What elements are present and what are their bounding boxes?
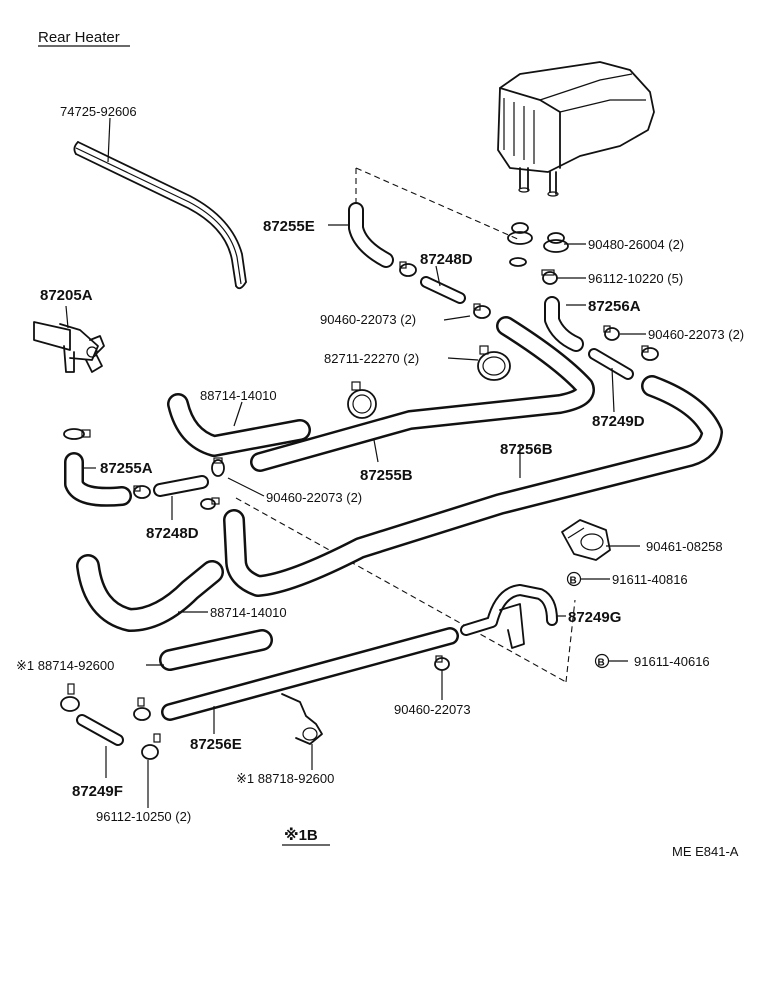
hose-88714-92600 [159, 629, 273, 671]
hose-88714-14010-upper [167, 393, 311, 457]
callout-pipe-87249F: 87249F [72, 783, 123, 800]
hose-clamp-icon [200, 497, 220, 510]
callout-bolt-91611-40616: 91611-40616 [634, 654, 710, 669]
callout-hose-87255E: 87255E [263, 218, 315, 235]
callout-clamp-mid: 90460-22073 (2) [266, 490, 362, 505]
hose-clamp-icon [473, 303, 491, 319]
hose-clamp-icon [141, 733, 161, 760]
callout-hose-87256B: 87256B [500, 441, 553, 458]
hose-clamp-icon [434, 655, 450, 671]
callout-clamp-bottom: 90460-22073 [394, 702, 471, 717]
hose-87256E [161, 627, 459, 721]
callout-hose-87256E: 87256E [190, 736, 242, 753]
hose-87255A [64, 452, 132, 507]
hose-clamp-icon [63, 428, 91, 440]
water-valve-87205A [33, 321, 105, 373]
callout-pipe-87249D: 87249D [592, 413, 645, 430]
callout-hose-88714-92600: ※1 88714-92600 [16, 658, 114, 673]
bracket-88718-92600 [281, 693, 323, 745]
pipe-87249D [588, 348, 634, 380]
band-clamp-82711-22270 [347, 381, 377, 419]
callout-clamp-top-left: 90460-22073 (2) [320, 312, 416, 327]
callout-hose-87255B: 87255B [360, 467, 413, 484]
bracket-90461-08258 [561, 519, 611, 561]
bolt-icon: B [566, 571, 582, 587]
grommet-90480-26004 [507, 222, 569, 267]
hose-clamp-icon [641, 345, 659, 361]
callout-pipe-87249G: 87249G [568, 609, 621, 626]
hose-87255E [348, 202, 394, 268]
callout-pipe-87248D-bottom: 87248D [146, 525, 199, 542]
callout-clamp-82711: 82711-22270 (2) [324, 351, 419, 366]
callout-hose-87256A: 87256A [588, 298, 641, 315]
callout-hose-88714-14010-lower: 88714-14010 [210, 605, 287, 620]
callout-clamp-top-right: 90460-22073 (2) [648, 327, 744, 342]
diagram-title: Rear Heater [38, 29, 120, 46]
bolt-symbol-label: B [570, 576, 577, 587]
band-clamp-82711-22270 [477, 345, 511, 381]
callout-clip-96112-10250: 96112-10250 (2) [96, 809, 191, 824]
reference-dashed-line [235, 497, 567, 683]
clip-96112-10220 [541, 269, 558, 285]
callout-hose-87255A: 87255A [100, 460, 153, 477]
leader-line [65, 305, 69, 329]
pipe-87249F [76, 714, 124, 746]
hose-clamp-icon [399, 261, 417, 277]
callout-bracket-88718: ※1 88718-92600 [236, 771, 334, 786]
hose-clamp-icon [133, 485, 151, 499]
reference-dashed-line [565, 599, 576, 683]
weatherstrip-74725-92606 [73, 141, 247, 290]
pipe-87248D-lower [153, 475, 209, 497]
hose-87256B [223, 375, 723, 597]
bolt-symbol-label: B [598, 658, 605, 669]
hose-clamp-icon [60, 683, 80, 712]
hose-87255B [250, 316, 595, 472]
callout-pipe-87248D-top: 87248D [420, 251, 473, 268]
callout-grommet: 90480-26004 (2) [588, 237, 684, 252]
callout-clip-96112-10220: 96112-10220 (5) [588, 271, 683, 286]
callout-valve-87205A: 87205A [40, 287, 93, 304]
diagram-code: ME E841-A [672, 844, 739, 859]
callout-hose-88714-14010-upper: 88714-14010 [200, 388, 277, 403]
callout-bracket-90461: 90461-08258 [646, 539, 723, 554]
callout-weatherstrip: 74725-92606 [60, 104, 137, 119]
hose-87256A [544, 296, 584, 352]
bolt-icon: B [594, 653, 610, 669]
leader-line [107, 117, 111, 163]
leader-lines [84, 224, 646, 808]
hose-clamp-icon [603, 325, 620, 341]
footnote-mark: ※1B [284, 826, 318, 844]
pipe-87248D-upper [420, 276, 466, 304]
hose-88714-14010-lower [76, 554, 224, 632]
hose-clamp-icon [211, 457, 225, 477]
reference-dashed-line [355, 167, 521, 241]
hose-clamp-icon [133, 697, 151, 721]
callout-bolt-91611-40816: 91611-40816 [612, 572, 688, 587]
rear-heater-unit [497, 61, 655, 197]
pipe-87249G [460, 584, 558, 649]
